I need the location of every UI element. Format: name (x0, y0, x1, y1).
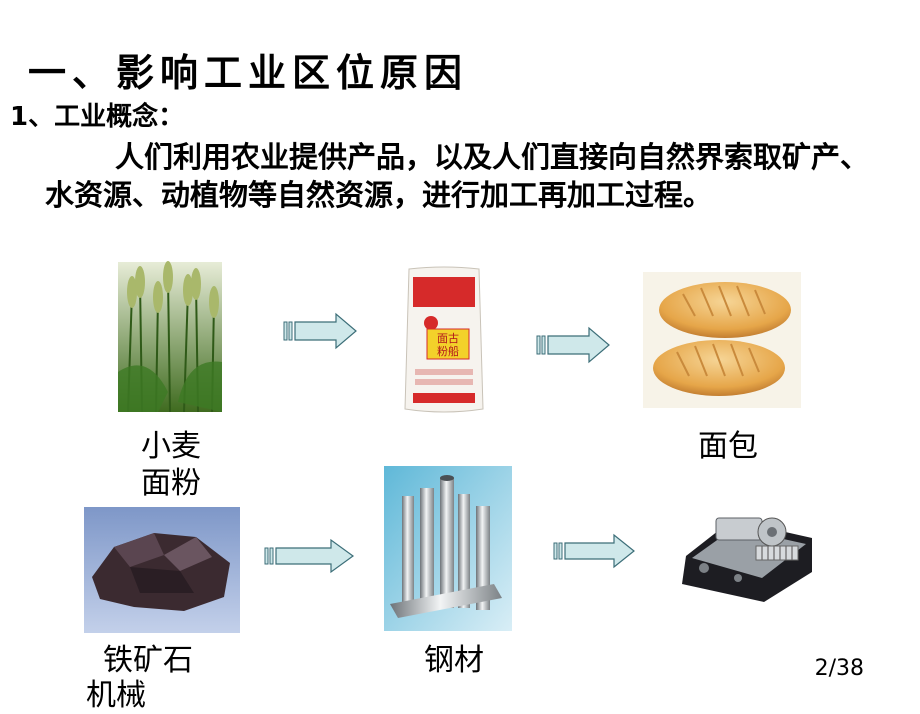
machinery-image (682, 517, 812, 602)
flour-bag-text-line2: 粉船 (437, 344, 459, 358)
flour-bag-image: 面古 粉船 (404, 266, 484, 413)
flour-bag-text-line1: 面古 (437, 332, 459, 345)
label-iron-ore: 铁矿石 (103, 643, 193, 678)
arrow-steel-to-machinery (553, 533, 635, 569)
arrow-wheat-to-flour (283, 312, 357, 350)
definition-text: 人们利用农业提供产品，以及人们直接向自然界索取矿产、水资源、动植物等自然资源，进… (45, 140, 870, 212)
label-wheat: 小麦 (141, 429, 201, 464)
label-machinery: 机械 (86, 678, 146, 713)
slide-title: 一、影响工业区位原因 (28, 51, 469, 95)
wheat-image (118, 261, 222, 413)
arrow-flour-to-bread (536, 326, 610, 364)
section-heading: 1、工业概念： (10, 102, 185, 132)
arrow-ore-to-steel (264, 538, 355, 574)
page-number: 2/38 (814, 656, 864, 681)
steel-pipes-image (384, 466, 512, 631)
label-bread: 面包 (698, 429, 758, 464)
bread-image (643, 272, 801, 408)
label-steel: 钢材 (424, 643, 484, 678)
definition-paragraph: 人们利用农业提供产品，以及人们直接向自然界索取矿产、水资源、动植物等自然资源，进… (45, 138, 885, 214)
iron-ore-image (84, 507, 240, 633)
label-flour: 面粉 (141, 466, 201, 501)
